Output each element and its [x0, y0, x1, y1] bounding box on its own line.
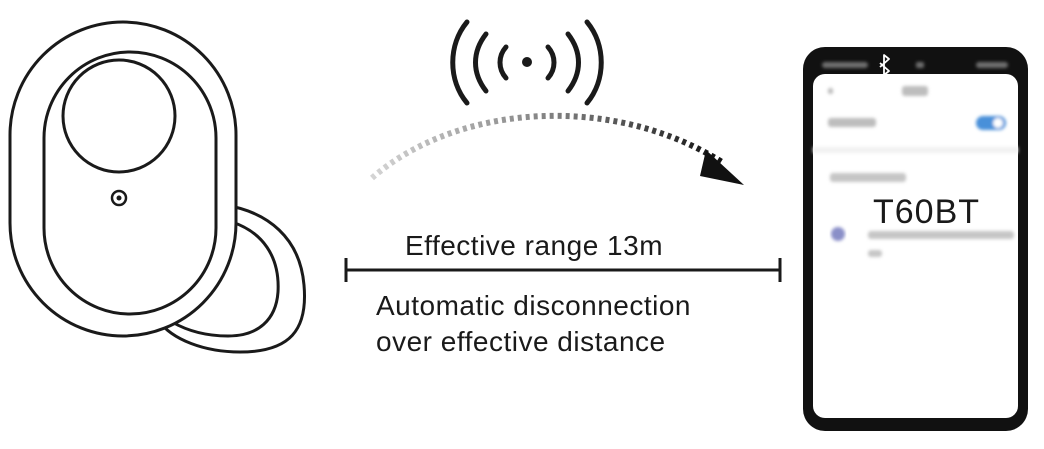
- range-label: Effective range 13m: [405, 230, 664, 261]
- device-dot-icon: [831, 227, 845, 241]
- earbud-icon: [8, 20, 307, 354]
- disconnect-note-line-1: Automatic disconnection: [376, 290, 692, 321]
- bluetooth-icon: [879, 54, 890, 76]
- wireless-signal-icon: [450, 19, 604, 106]
- section-header-blur: [830, 173, 906, 182]
- disconnect-note-line-2: over effective distance: [376, 326, 666, 357]
- bluetooth-setting-row: [828, 116, 1006, 130]
- range-line: [344, 258, 782, 282]
- device-row: [831, 227, 1014, 257]
- phone-header-blur: [828, 86, 928, 96]
- status-bar-blur: [822, 62, 1008, 68]
- signal-arrow: [370, 112, 744, 185]
- toggle-switch-icon: [976, 116, 1006, 130]
- smartphone: [803, 47, 1028, 431]
- device-name[interactable]: T60BT: [873, 193, 981, 231]
